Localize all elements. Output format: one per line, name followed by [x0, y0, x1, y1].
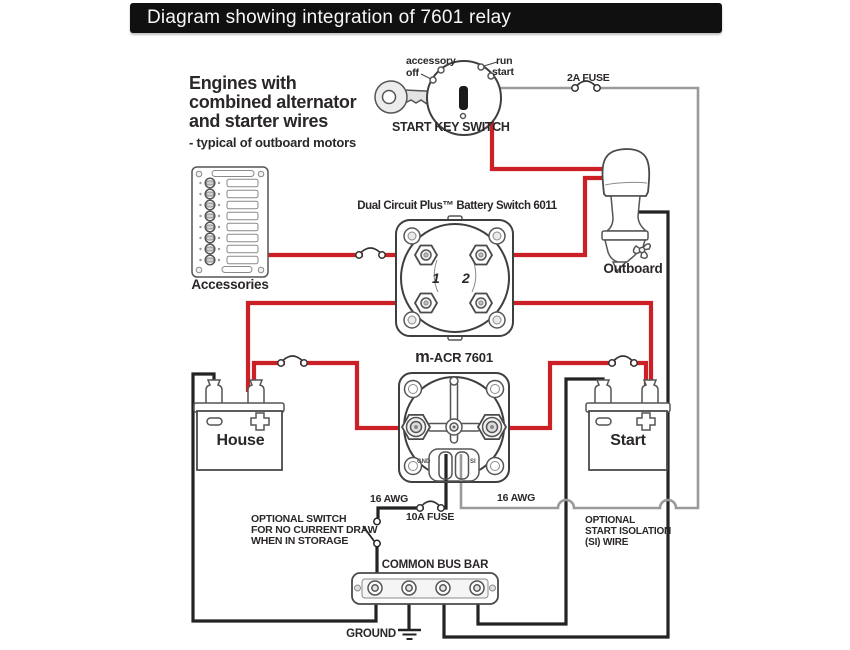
wire-house-to-acr [251, 360, 416, 431]
bus-bar-label: COMMON BUS BAR [381, 559, 489, 571]
switch-position-2: 2 [462, 270, 470, 286]
key-position-start: start [492, 66, 514, 78]
key-position-off: off [406, 67, 419, 79]
wire-outboard-ground [442, 210, 670, 639]
battery-switch-illustration [395, 215, 514, 341]
fuse-accessories-symbol [355, 247, 386, 259]
fuse-2a-symbol [571, 80, 601, 92]
title-bar: Diagram showing integration of 7601 rela… [130, 3, 722, 33]
wire-house-negative [191, 372, 378, 623]
outboard-clamp [601, 230, 649, 241]
fuse-10a-label: 10A FUSE [406, 511, 455, 523]
house-battery-illustration [193, 379, 285, 471]
diagram-title: Diagram showing integration of 7601 rela… [147, 7, 512, 28]
start-battery-illustration [585, 379, 671, 471]
optional-switch-symbol [362, 517, 381, 548]
wire-start-isolation [459, 86, 700, 510]
key-slot [459, 86, 468, 110]
bus-bar-illustration [351, 572, 499, 605]
acr-si-label: SI [470, 459, 476, 465]
acr-relay-illustration [398, 372, 510, 483]
outboard-motor-illustration [601, 148, 651, 273]
acr-relay-title: m-ACR 7601 [415, 348, 493, 366]
si-wire-note: OPTIONAL START ISOLATION (SI) WIRE [585, 515, 672, 548]
key-position-leader-lines [420, 61, 498, 80]
key-position-run: run [496, 55, 513, 67]
negative-terminal-mark [595, 417, 612, 426]
wire-switch-to-house-positive [245, 300, 426, 392]
key-position-accessory: accessory [406, 55, 456, 67]
wire-switch-to-outboard [483, 175, 606, 258]
intro-heading: Engines with combined alternator and sta… [189, 73, 357, 131]
awg-right-label: 16 AWG [497, 492, 536, 504]
si-wires [459, 86, 700, 510]
propeller-icon [632, 243, 651, 259]
accessories-label: Accessories [191, 277, 269, 292]
outboard-label: Outboard [603, 261, 663, 276]
intro-subheading: - typical of outboard motors [189, 135, 357, 150]
fuse-house-symbol [277, 355, 308, 367]
positive-terminal-mark [636, 412, 656, 431]
fuse-symbols [277, 80, 638, 512]
acr-gnd-label: GND [417, 459, 431, 465]
ground-label: GROUND [346, 628, 396, 640]
awg-left-label: 16 AWG [370, 493, 409, 505]
outboard-cowl [601, 148, 651, 197]
outboard-skeg [611, 261, 628, 273]
key-switch-illustration [374, 60, 502, 136]
start-battery-label: Start [610, 432, 646, 449]
house-battery-label: House [216, 432, 265, 449]
accessories-panel-illustration [191, 166, 269, 278]
battery-switch-title: Dual Circuit Plus™ Battery Switch 6011 [357, 200, 557, 212]
wire-acr-to-start [495, 360, 649, 431]
fuse-10a-symbol [416, 500, 445, 512]
fuse-2a-label: 2A FUSE [567, 72, 610, 84]
fuse-start-symbol [608, 355, 638, 367]
acr-wire-connector [428, 448, 480, 482]
optional-switch-note: OPTIONAL SWITCH FOR NO CURRENT DRAW WHEN… [251, 513, 378, 547]
ground-symbol [398, 628, 421, 640]
negative-terminal-mark [206, 417, 223, 426]
switch-position-1: 1 [432, 270, 440, 286]
key-switch-label: START KEY SWITCH [392, 120, 510, 134]
wire-switch-to-start-positive [483, 300, 654, 392]
positive-terminal-mark [250, 412, 270, 431]
